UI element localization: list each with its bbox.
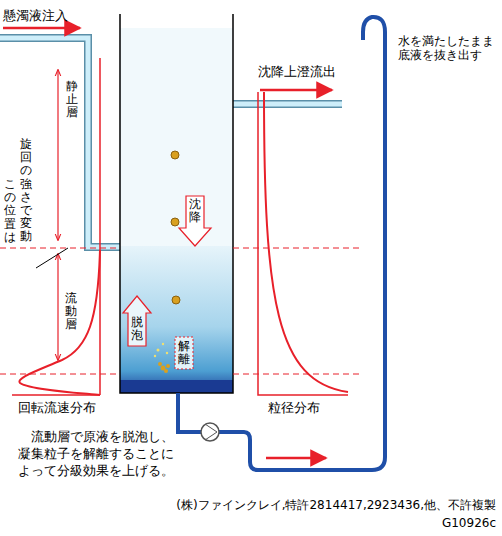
action-label: 沈降	[189, 198, 201, 224]
dissociate-box	[175, 337, 193, 369]
flow-arrow	[266, 457, 326, 460]
inlet-pipe	[0, 38, 120, 247]
action-label: 脱泡	[131, 316, 143, 342]
tank-wall	[120, 14, 233, 393]
flow-arrow	[260, 89, 332, 92]
note-label: 水を満たしたまま 底液を抜き出す	[398, 34, 494, 63]
particle	[166, 364, 170, 368]
bubble	[162, 343, 164, 345]
pump-symbol	[205, 424, 217, 440]
size-curve	[264, 92, 348, 392]
copyright-note: (株)ファインクレイ,特許2814417,2923436,他、不許複製	[176, 498, 496, 512]
inlet-pipe-outline	[0, 38, 120, 247]
degas-arrow	[123, 296, 151, 346]
flow-label: 懸濁液注入	[3, 8, 68, 24]
clear-water	[120, 28, 233, 248]
pump-symbol	[201, 423, 219, 441]
outlet-pipe-outline	[233, 100, 342, 108]
particle	[158, 362, 162, 366]
bottom-liquid	[120, 380, 233, 393]
drain-pipe	[178, 17, 385, 470]
fluidized-water	[120, 246, 233, 393]
action-label: 解離	[178, 340, 190, 366]
range-arrow	[57, 254, 58, 360]
bubble	[154, 355, 156, 357]
velocity-curve	[19, 250, 100, 395]
particle	[172, 296, 180, 304]
figure-id: G10926c	[442, 516, 496, 530]
bubble	[157, 349, 160, 352]
graph-axis	[258, 92, 348, 395]
settle-arrow	[179, 196, 211, 246]
graph-title: 粒径分布	[268, 400, 320, 416]
flow-label: 沈降上澄流出	[258, 64, 336, 80]
note-label: 旋回の強さで変動	[20, 138, 32, 244]
layer-label: 静止層	[66, 80, 78, 120]
caption: 流動層で原液を脱泡し、凝集粒子を解離することによって分級効果を上げる。	[18, 428, 176, 479]
boundary-line	[0, 248, 362, 249]
particle	[171, 218, 179, 226]
note-label: この位置は	[4, 178, 16, 244]
graph-title: 回転流速分布	[18, 400, 96, 416]
outlet-pipe	[233, 102, 342, 107]
graph-axis	[12, 58, 100, 395]
flow-arrow	[3, 27, 80, 30]
particle	[171, 151, 179, 159]
particle	[164, 369, 168, 373]
layer-label: 流動層	[65, 292, 77, 332]
bubble	[166, 352, 168, 354]
pointer-line	[36, 248, 68, 268]
range-arrow	[57, 70, 58, 240]
